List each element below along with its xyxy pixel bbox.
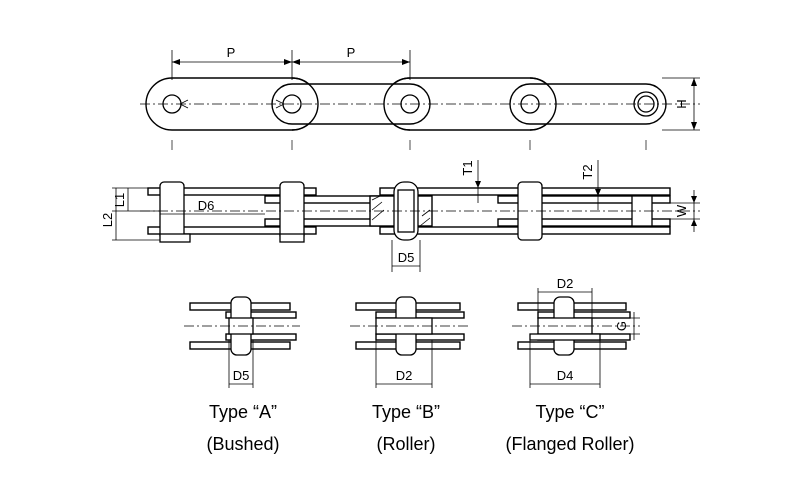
l2-label: L2 [100,213,115,227]
t1-label: T1 [460,160,475,175]
d5-type-a-label: D5 [233,368,250,383]
type-b-view: D2 [350,296,470,388]
inner-link-plate-2 [509,83,667,125]
cotter [159,233,191,243]
l1-label: L1 [112,193,127,207]
type-b-title: Type “B” [372,402,440,422]
pitch-label-right: P [347,45,356,60]
side-view: L1 L2 D6 D5 T1 T2 W [100,160,700,272]
top-view: P P H [140,45,700,150]
captions: Type “A” (Bushed) Type “B” (Roller) Type… [206,402,634,454]
roller [537,317,593,335]
t2-label: T2 [580,164,595,179]
cotter [279,233,305,243]
type-a-view: D5 [184,296,300,388]
inner-plate-bottom [497,218,671,227]
d5-side-label: D5 [398,250,415,265]
outer-plate-bottom [147,226,317,235]
height-label: H [674,99,689,108]
flange [529,333,601,341]
d4-type-c-label: D4 [557,368,574,383]
inner-plate-top [497,195,671,204]
type-c-view: D2 D4 G [512,276,640,388]
outer-plate-top [147,187,317,196]
type-a-title: Type “A” [209,402,277,422]
pitch-label-left: P [227,45,236,60]
d2-type-c-label: D2 [557,276,574,291]
g-type-c-label: G [614,321,629,331]
type-b-subtitle: (Roller) [376,434,435,454]
type-c-title: Type “C” [535,402,604,422]
d6-label: D6 [198,198,215,213]
d2-type-b-label: D2 [396,368,413,383]
type-c-subtitle: (Flanged Roller) [505,434,634,454]
type-a-subtitle: (Bushed) [206,434,279,454]
w-label: W [674,204,689,217]
